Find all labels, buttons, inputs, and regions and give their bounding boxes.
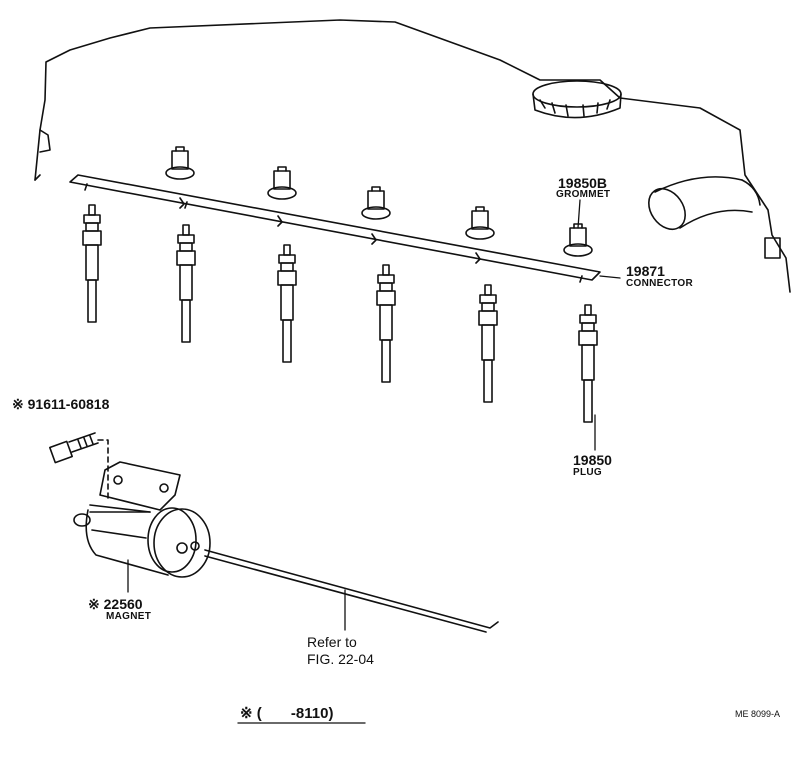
magnet-part-number: ※ 22560	[88, 596, 143, 612]
magnet-part-name: MAGNET	[106, 611, 152, 622]
glow-plug	[376, 264, 396, 383]
glow-plug	[578, 304, 598, 423]
connector-bar	[69, 174, 601, 283]
grommet	[563, 223, 593, 257]
connector-part-number: 19871	[626, 263, 665, 279]
leader-lines	[127, 199, 621, 724]
glow-plug	[277, 244, 297, 363]
footnote: ※ ( -8110)	[240, 705, 334, 722]
grommet-part-name: GROMMET	[556, 189, 611, 200]
cylinder-head-outline	[34, 19, 791, 293]
diagram-code: ME 8099-A	[735, 709, 781, 719]
grommet	[267, 166, 297, 200]
glow-plug	[82, 204, 102, 323]
grommet	[361, 186, 391, 220]
reference-line-2: FIG. 22-04	[307, 651, 374, 667]
glow-plug	[176, 224, 196, 343]
grommet-set	[165, 146, 593, 257]
bolt	[49, 432, 109, 501]
connector-part-name: CONNECTOR	[626, 278, 693, 289]
glow-plug	[478, 284, 498, 403]
plug-part-name: PLUG	[573, 467, 602, 478]
bolt-part-number: ※ 91611-60818	[12, 396, 110, 412]
grommet	[465, 206, 495, 240]
plug-part-number: 19850	[573, 452, 612, 468]
grommet	[165, 146, 195, 180]
glow-plug-set	[82, 204, 598, 423]
reference-line-1: Refer to	[307, 634, 357, 650]
grommet-part-number: 19850B	[558, 175, 608, 191]
magnet-solenoid	[73, 461, 499, 633]
